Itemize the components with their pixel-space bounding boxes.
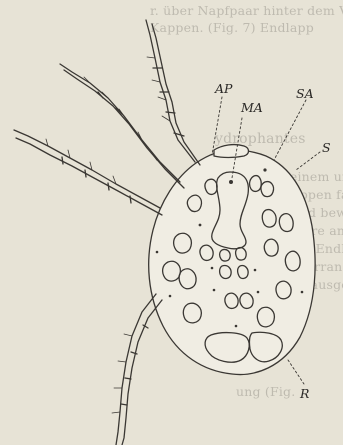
- leg: [146, 20, 195, 162]
- seta: [124, 334, 132, 336]
- leg-segment: [121, 404, 127, 405]
- seta: [112, 412, 120, 413]
- leader-line-sa: [274, 100, 306, 160]
- leg: [14, 130, 160, 208]
- gland-dot: [263, 168, 266, 171]
- gland-dot: [254, 269, 257, 272]
- leg: [16, 138, 162, 215]
- gland-dot: [229, 180, 233, 184]
- capitulum: [214, 145, 249, 158]
- leg: [64, 70, 184, 188]
- label-sa: SA: [296, 86, 314, 101]
- leg-segment: [85, 170, 86, 177]
- gland-dot: [301, 291, 304, 294]
- leg-segment: [108, 183, 109, 190]
- label-ma: MA: [240, 100, 263, 115]
- leg-segment: [130, 196, 131, 203]
- gland-dot: [169, 295, 172, 298]
- leg: [122, 300, 162, 445]
- gland-dot: [156, 251, 159, 254]
- leg-segment: [62, 157, 63, 164]
- gland-dot: [257, 291, 260, 294]
- seta: [118, 361, 126, 362]
- gland-dot: [199, 224, 202, 227]
- label-r: R: [299, 386, 309, 401]
- leg: [116, 294, 156, 445]
- leg: [60, 64, 180, 182]
- label-ap: AP: [214, 81, 233, 96]
- gland-dot: [211, 267, 214, 270]
- gland-dot: [213, 289, 216, 292]
- gland-dot: [235, 325, 238, 328]
- leg: [152, 24, 200, 165]
- seta: [152, 80, 160, 82]
- seta: [147, 57, 155, 58]
- label-s: S: [322, 140, 331, 155]
- leader-line-s: [296, 152, 320, 170]
- leader-line-r: [288, 360, 304, 384]
